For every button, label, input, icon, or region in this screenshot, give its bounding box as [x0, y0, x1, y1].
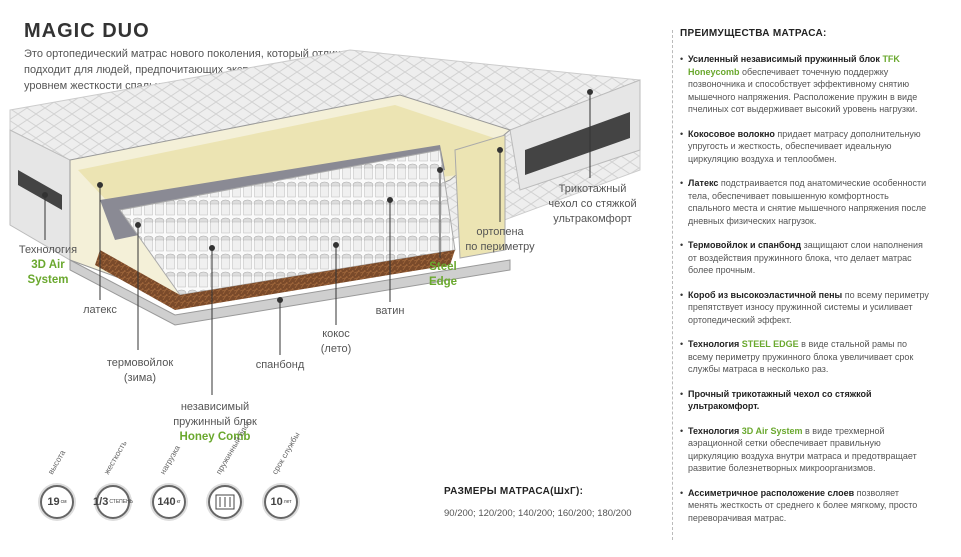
advantage-highlight: 3D Air System	[741, 425, 803, 436]
advantage-bold: Короб из высокоэластичной пены	[688, 289, 843, 300]
label-steel-edge: Steel Edge	[418, 260, 468, 290]
load-value: 140	[157, 496, 176, 508]
advantage-bold: Кокосовое волокно	[688, 128, 775, 139]
advantage-bold: Технология	[688, 425, 740, 436]
label-spring-line2: пружинный блок	[173, 416, 257, 428]
advantage-item: Ассиметричное расположение слоев позволя…	[680, 487, 930, 525]
sizes-list: 90/200; 120/200; 140/200; 160/200; 180/2…	[444, 508, 632, 519]
label-coconut: кокос (лето)	[306, 327, 366, 357]
mattress-illustration	[9, 49, 641, 395]
advantage-text: по всему периметру препятствует износу п…	[688, 289, 929, 325]
advantage-item: Усиленный независимый пружинный блок TFK…	[680, 53, 930, 116]
advantage-text: в виде трехмерной аэрационной сетки обес…	[688, 425, 917, 474]
label-ortopena-line1: ортопена	[476, 226, 524, 238]
lifetime-unit: лет	[283, 499, 292, 505]
label-coconut-line2: (лето)	[320, 343, 352, 355]
label-spanbond: спанбонд	[255, 359, 305, 371]
label-3d-air-line3: System	[27, 274, 69, 286]
advantage-bold: Латекс	[688, 178, 719, 188]
advantages-title: ПРЕИМУЩЕСТВА МАТРАСА:	[680, 28, 827, 39]
sizes-title: РАЗМЕРЫ МАТРАСА(ШхГ):	[444, 486, 584, 497]
height-unit: см	[60, 499, 67, 505]
label-3d-air-line2: 3D Air	[31, 259, 65, 271]
advantage-text: обеспечивает точечную поддержку позвоноч…	[688, 66, 918, 115]
advantage-highlight: STEEL EDGE	[741, 339, 799, 349]
advantage-bold: Прочный трикотажный чехол со стяжкой уль…	[688, 388, 872, 412]
label-cover: Трикотажный чехол со стяжкой ультракомфо…	[540, 182, 645, 227]
advantage-item: Технология STEEL EDGE в виде стальной ра…	[680, 338, 930, 376]
advantage-text: подстраивается под анатомические особенн…	[688, 178, 927, 226]
advantage-text: в виде стальной рамы по всему периметру …	[688, 339, 914, 374]
label-coconut-line1: кокос	[322, 328, 350, 340]
label-3d-air: Технология 3D Air System	[8, 243, 88, 288]
load-unit: кг	[176, 499, 181, 505]
label-cover-line2: чехол со стяжкой	[548, 198, 637, 210]
advantage-item: Кокосовое волокно придает матрасу дополн…	[680, 128, 930, 166]
label-latex: латекс	[83, 304, 117, 316]
height-value: 19	[47, 496, 60, 508]
label-steel-line2: Edge	[428, 276, 458, 288]
label-cover-line1: Трикотажный	[558, 183, 627, 195]
advantage-item: Прочный трикотажный чехол со стяжкой уль…	[680, 388, 930, 413]
firmness-value: 1/3	[93, 496, 109, 508]
label-thermo-line1: термовойлок	[106, 357, 174, 369]
spring-block-icon	[208, 485, 242, 519]
advantage-text: позволяет менять жесткость от среднего к…	[688, 487, 918, 523]
column-divider	[672, 30, 673, 540]
advantage-item: Латекс подстраивается под анатомические …	[680, 177, 930, 227]
advantage-bold: Ассиметричное расположение слоев	[688, 487, 855, 498]
label-spring-line3: Honey Comb	[179, 431, 251, 443]
label-cover-line3: ультракомфорт	[553, 213, 632, 225]
advantage-item: Технология 3D Air System в виде трехмерн…	[680, 425, 930, 475]
label-vatin: ватин	[375, 305, 405, 317]
label-thermo: термовойлок (зима)	[100, 356, 180, 386]
advantage-item: Термовойлок и спанбонд защищают слои нап…	[680, 239, 930, 277]
advantages-panel: ПРЕИМУЩЕСТВА МАТРАСА: Усиленный независи…	[680, 28, 930, 536]
label-spring-line1: независимый	[180, 401, 250, 413]
advantage-text: защищают слои наполнения от воздействия …	[688, 240, 923, 275]
advantage-bold: Термовойлок и спанбонд	[688, 240, 802, 250]
label-steel-line1: Steel	[429, 261, 457, 273]
advantage-bold: Усиленный независимый пружинный блок	[688, 54, 880, 64]
advantage-highlight: TFK Honeycomb	[688, 54, 900, 77]
firmness-unit: СТЕПЕНЬ	[109, 499, 133, 505]
label-spring-block: независимый пружинный блок Honey Comb	[160, 400, 270, 445]
product-title: MAGIC DUO	[24, 20, 150, 42]
label-3d-air-line1: Технология	[18, 244, 78, 256]
label-thermo-line2: (зима)	[123, 372, 157, 384]
advantage-text: придает матрасу дополнительную упругость…	[688, 128, 921, 164]
label-ortopena: ортопена по периметру	[460, 225, 540, 255]
label-ortopena-line2: по периметру	[465, 241, 535, 253]
advantage-bold: Технология	[688, 339, 740, 349]
advantage-item: Короб из высокоэластичной пены по всему …	[680, 289, 930, 327]
advantages-list: Усиленный независимый пружинный блок TFK…	[680, 53, 930, 524]
lifetime-value: 10	[270, 496, 283, 508]
